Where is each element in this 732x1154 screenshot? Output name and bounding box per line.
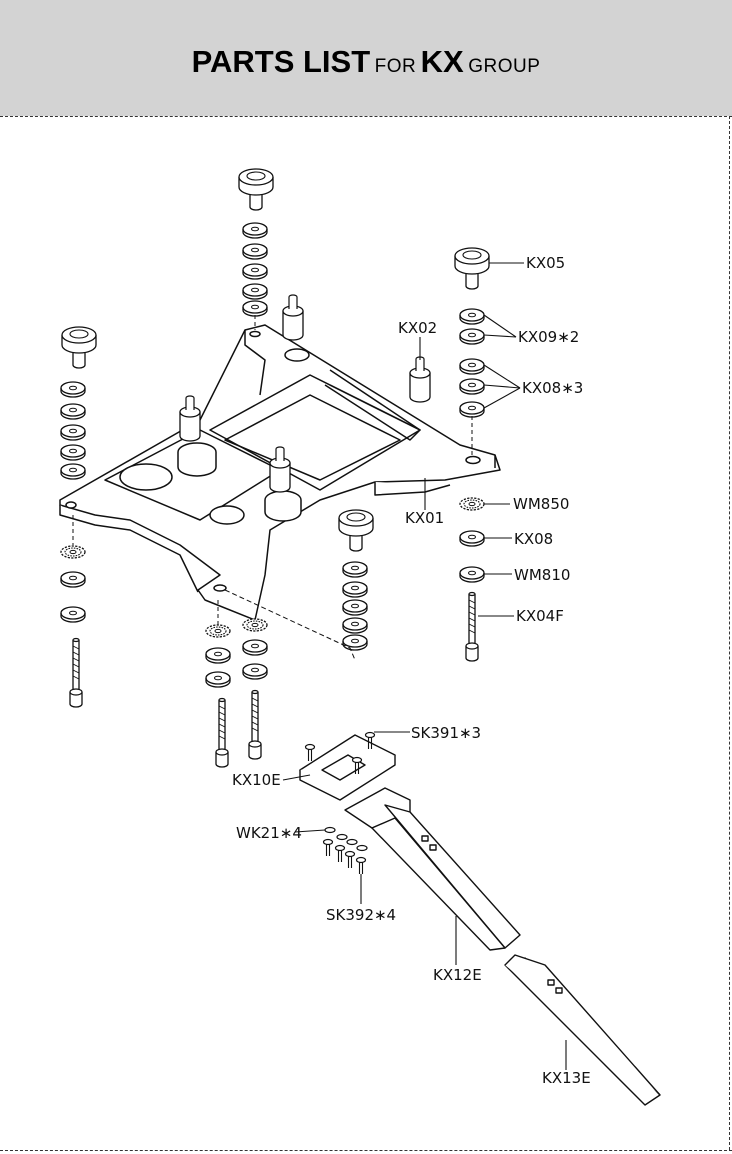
post-kx02 (409, 356, 431, 403)
header-banner (0, 0, 732, 116)
label-kx01: KX01 (405, 509, 444, 527)
foot-left (61, 326, 97, 369)
label-kx12e: KX12E (433, 966, 482, 984)
foot-center (338, 509, 374, 552)
tube-kx13e (504, 954, 661, 1106)
label-wm810: WM810 (514, 566, 570, 584)
top-dashed-border (0, 116, 732, 117)
post-rear (282, 294, 304, 341)
foot-rear (238, 168, 274, 211)
title-group: GROUP (468, 56, 541, 77)
foot-right (454, 247, 490, 290)
label-kx09: KX09∗2 (518, 328, 579, 346)
page-title: PARTS LIST FOR KX GROUP (0, 44, 732, 80)
label-kx02: KX02 (398, 319, 437, 337)
right-dashed-border (729, 116, 730, 1150)
label-wk21: WK21∗4 (236, 824, 302, 842)
post-left (179, 395, 201, 442)
label-sk391: SK391∗3 (411, 724, 481, 742)
label-kx08: KX08 (514, 530, 553, 548)
label-kx05: KX05 (526, 254, 565, 272)
title-parts-list: PARTS LIST (191, 44, 371, 79)
label-sk392: SK392∗4 (326, 906, 396, 924)
label-wm850: WM850 (513, 495, 569, 513)
tube-kx12e (344, 787, 521, 951)
title-group-code: KX (420, 44, 464, 79)
label-kx08x3: KX08∗3 (522, 379, 583, 397)
title-for: FOR (374, 56, 417, 77)
label-kx13e: KX13E (542, 1069, 591, 1087)
label-kx10e: KX10E (232, 771, 281, 789)
bottom-dashed-border (0, 1150, 732, 1151)
label-kx04f: KX04F (516, 607, 564, 625)
